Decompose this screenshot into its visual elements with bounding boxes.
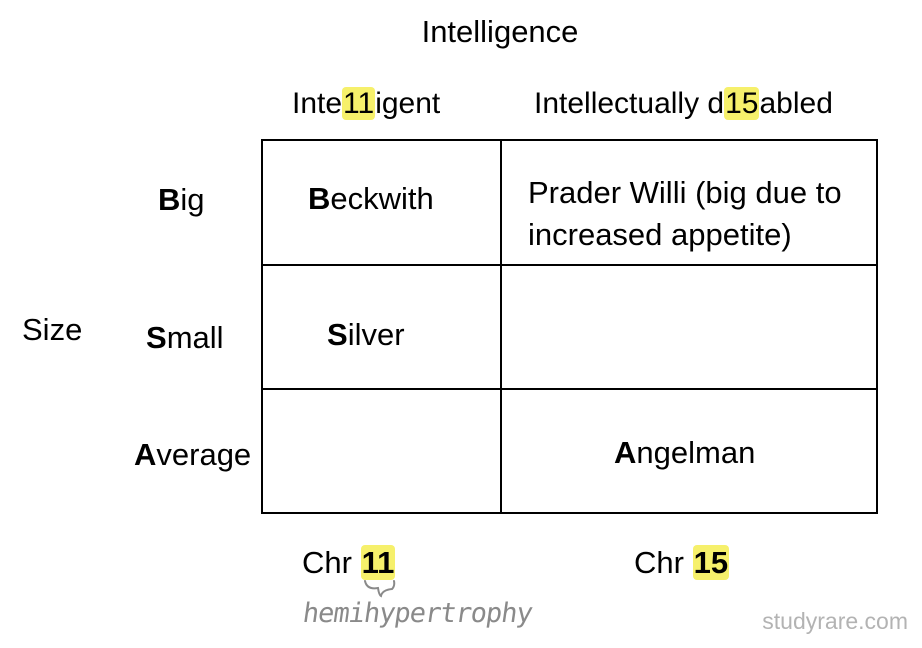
grid-line-middle [500, 139, 502, 514]
cell-prader-willi: Prader Willi (big due to increased appet… [528, 172, 842, 256]
cell-silver: Silver [327, 317, 405, 353]
column-header-text: Intellectually d [534, 87, 725, 120]
cell-initial: A [614, 435, 637, 470]
footer-text: Chr [634, 545, 693, 580]
cell-angelman: Angelman [614, 435, 755, 471]
column-header-text: abled [759, 87, 833, 120]
row-label-big: Big [158, 182, 205, 218]
row-label-small: Small [146, 320, 224, 356]
watermark: studyrare.com [762, 608, 908, 634]
row-label-text: verage [156, 437, 252, 472]
grid-line-left [261, 139, 263, 514]
cell-beckwith: Beckwith [308, 181, 434, 217]
cell-initial: S [327, 317, 348, 352]
footer-chr15: Chr 15 [634, 545, 730, 581]
highlight-15: 15 [724, 87, 760, 120]
cell-initial: B [308, 181, 331, 216]
cell-text: ilver [347, 317, 405, 352]
footer-chr11: Chr 11 [302, 545, 396, 581]
row-label-initial: S [146, 320, 167, 355]
column-header-intelligent: Inte11igent [292, 87, 440, 121]
row-label-average: Average [134, 437, 251, 473]
row-label-text: mall [166, 320, 224, 355]
handwritten-note: hemihypertrophy [300, 598, 535, 629]
title: Intelligence [421, 14, 579, 49]
grid-line-row1 [261, 264, 878, 266]
axis-label-size: Size [22, 312, 83, 347]
grid-line-bottom [261, 512, 878, 514]
row-label-initial: B [158, 182, 181, 217]
highlight-chr11: 11 [360, 545, 396, 580]
row-label-initial: A [134, 437, 157, 472]
grid-line-right [876, 139, 878, 514]
grid-line-row2 [261, 388, 878, 390]
footer-text: Chr [302, 545, 361, 580]
cell-text: ngelman [636, 435, 756, 470]
highlight-11: 11 [342, 87, 376, 120]
column-header-disabled: Intellectually d15abled [534, 87, 833, 121]
row-label-text: ig [180, 182, 205, 217]
cell-text-line: increased appetite) [528, 217, 792, 252]
column-header-text: Inte [292, 87, 343, 120]
column-header-text: igent [375, 87, 441, 120]
cell-text: eckwith [330, 181, 434, 216]
grid-line-top [261, 139, 878, 141]
brace-mark [364, 580, 396, 598]
highlight-chr15: 15 [692, 545, 730, 580]
cell-text-line: Prader Willi (big due to [528, 175, 842, 210]
